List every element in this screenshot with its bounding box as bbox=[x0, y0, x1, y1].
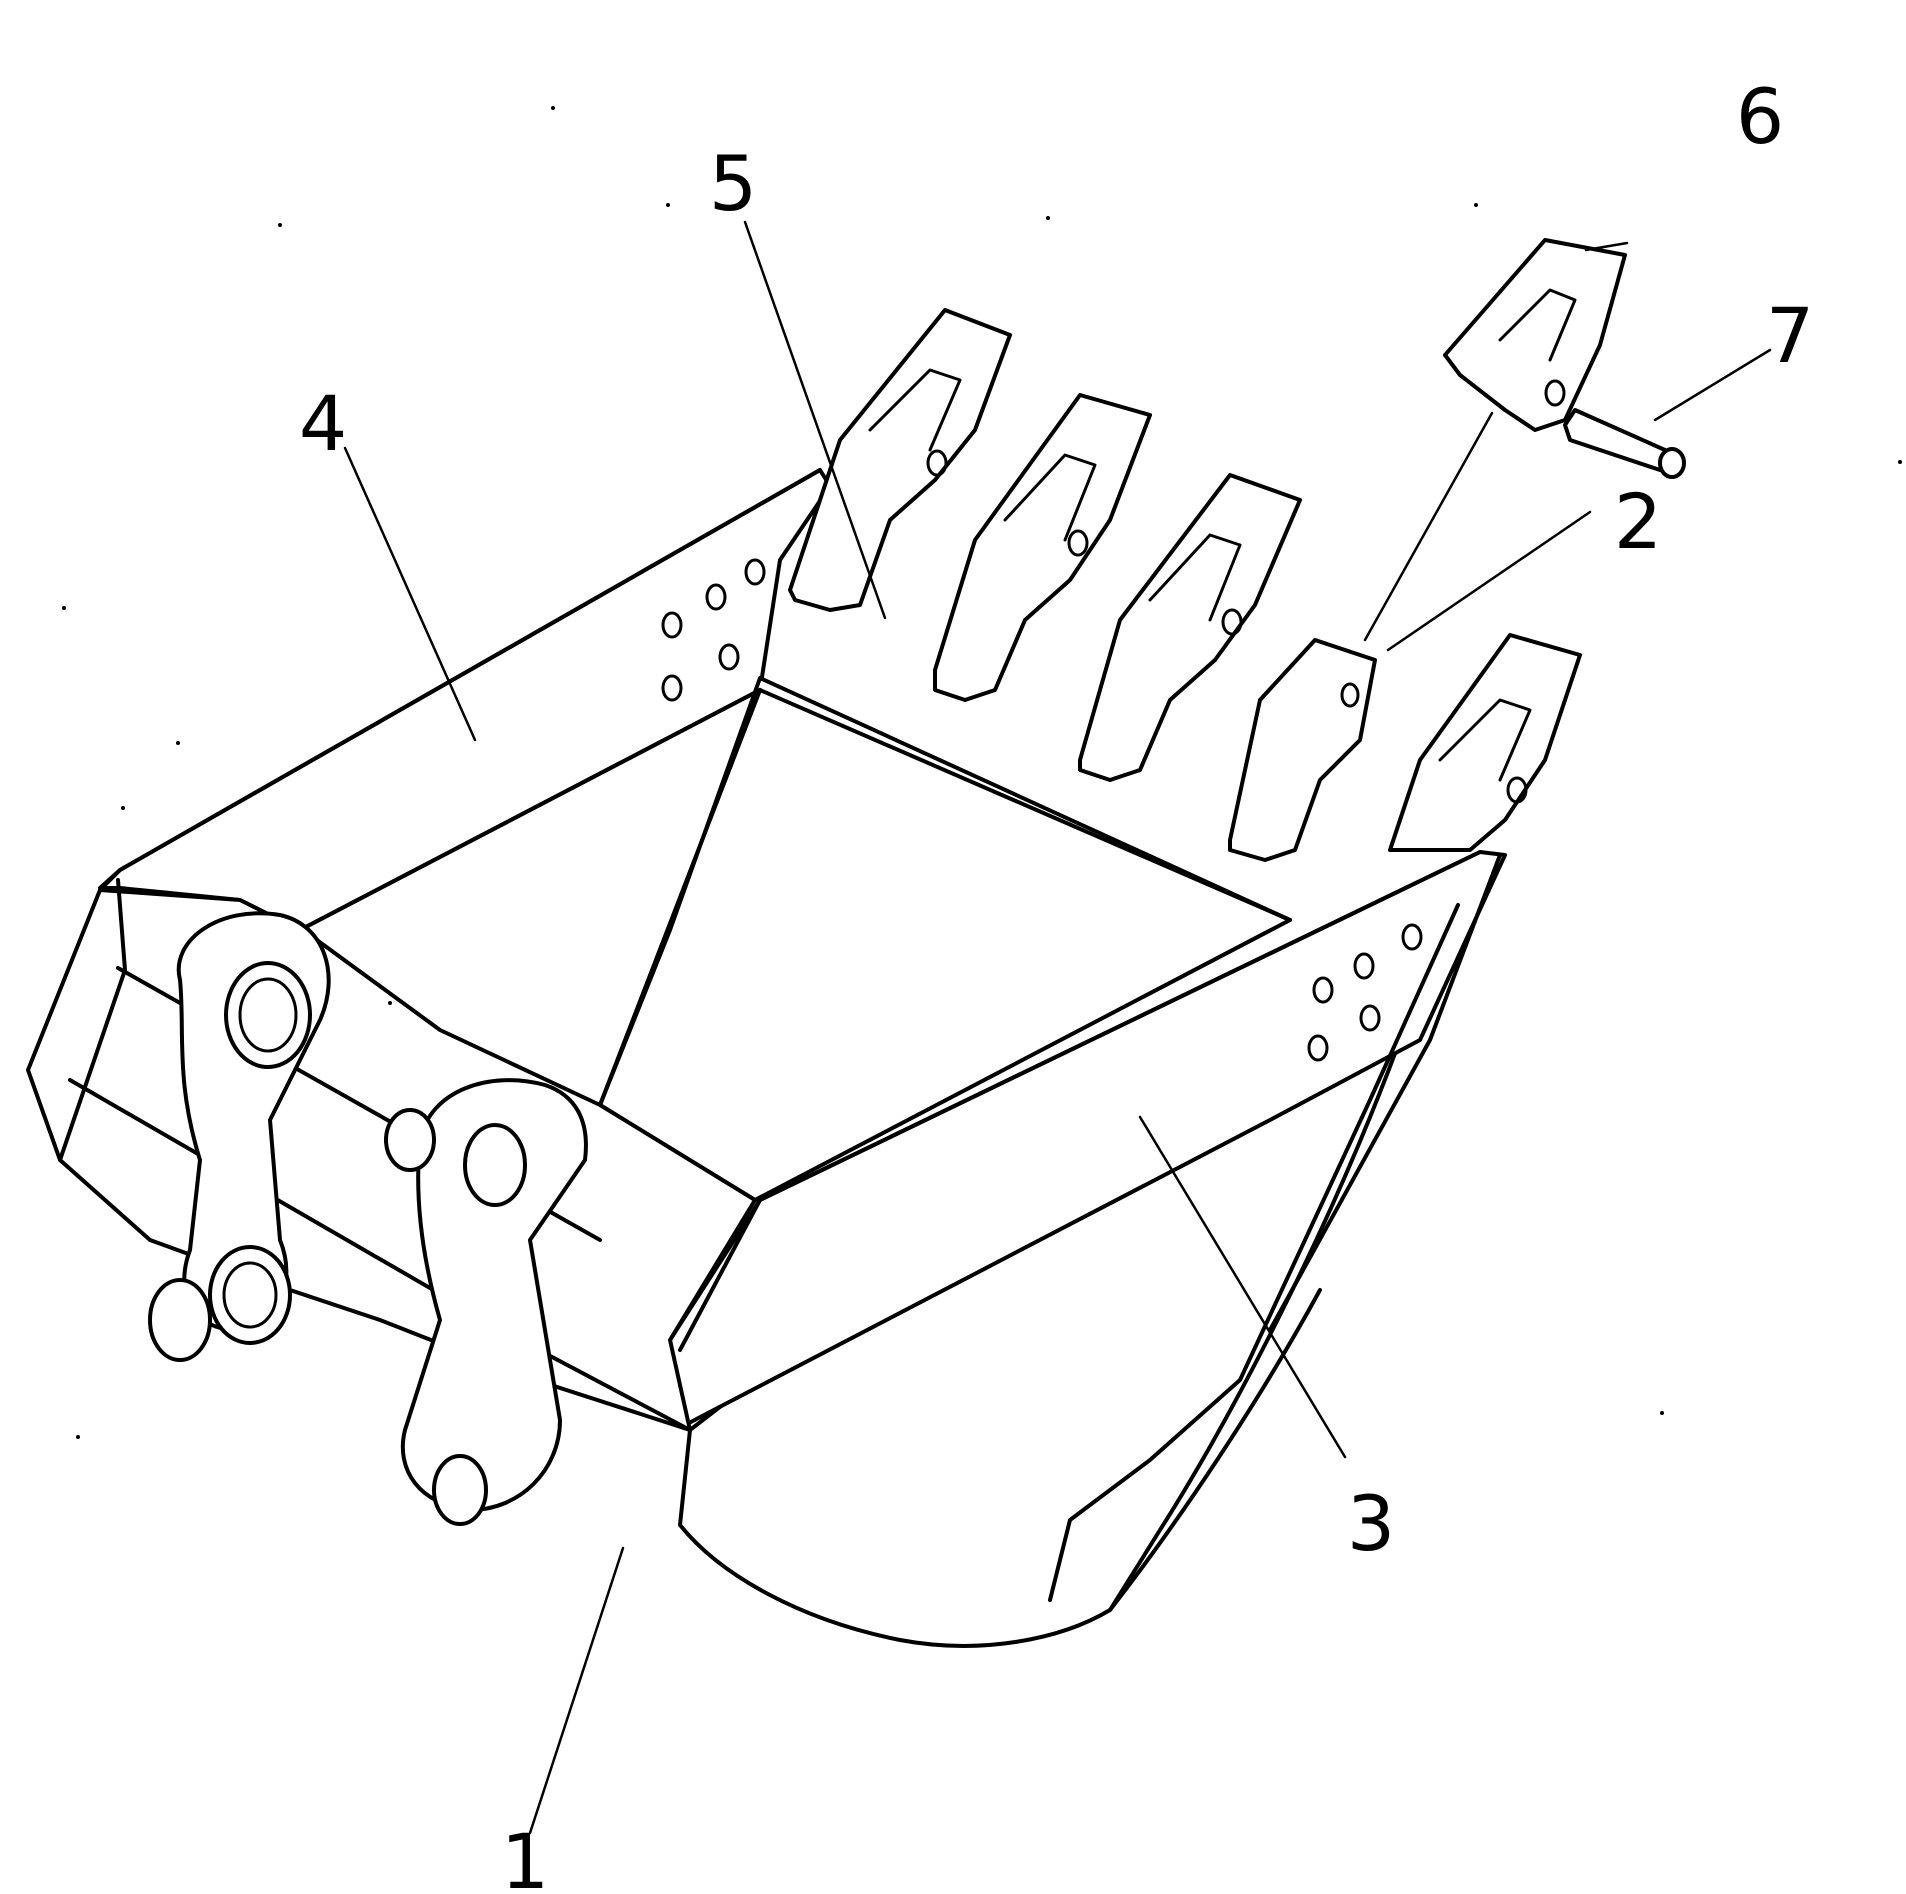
callout-2: 2 bbox=[1614, 477, 1662, 566]
leader-5 bbox=[743, 220, 887, 620]
tooth-point-exploded bbox=[1443, 238, 1627, 432]
tooth-5 bbox=[1388, 633, 1582, 852]
tooth-pin-exploded bbox=[1563, 408, 1686, 479]
callout-6: 6 bbox=[1736, 72, 1784, 161]
leader-6b bbox=[1363, 411, 1494, 642]
leader-4 bbox=[343, 446, 477, 742]
bucket-teeth bbox=[788, 238, 1686, 862]
callout-5: 5 bbox=[709, 139, 757, 228]
callout-labels: 1 2 3 4 5 6 7 bbox=[299, 72, 1814, 1894]
tooth-3 bbox=[1078, 473, 1302, 782]
leader-2 bbox=[1386, 510, 1592, 652]
leader-lines bbox=[343, 220, 1772, 1835]
leader-3 bbox=[1138, 1115, 1347, 1459]
callout-3: 3 bbox=[1347, 1479, 1395, 1568]
callout-7: 7 bbox=[1766, 291, 1814, 380]
callout-4: 4 bbox=[299, 379, 347, 468]
hinge-bracket-right bbox=[384, 1078, 588, 1526]
tooth-2 bbox=[933, 393, 1152, 702]
scan-specks bbox=[62, 106, 1902, 1439]
tooth-adapter-bare bbox=[1228, 638, 1377, 862]
leader-7 bbox=[1653, 348, 1772, 422]
hinge-bracket-left bbox=[148, 911, 331, 1362]
leader-1 bbox=[528, 1546, 625, 1835]
leader-6 bbox=[1584, 241, 1629, 252]
callout-1: 1 bbox=[501, 1817, 549, 1894]
tooth-1 bbox=[788, 308, 1012, 612]
